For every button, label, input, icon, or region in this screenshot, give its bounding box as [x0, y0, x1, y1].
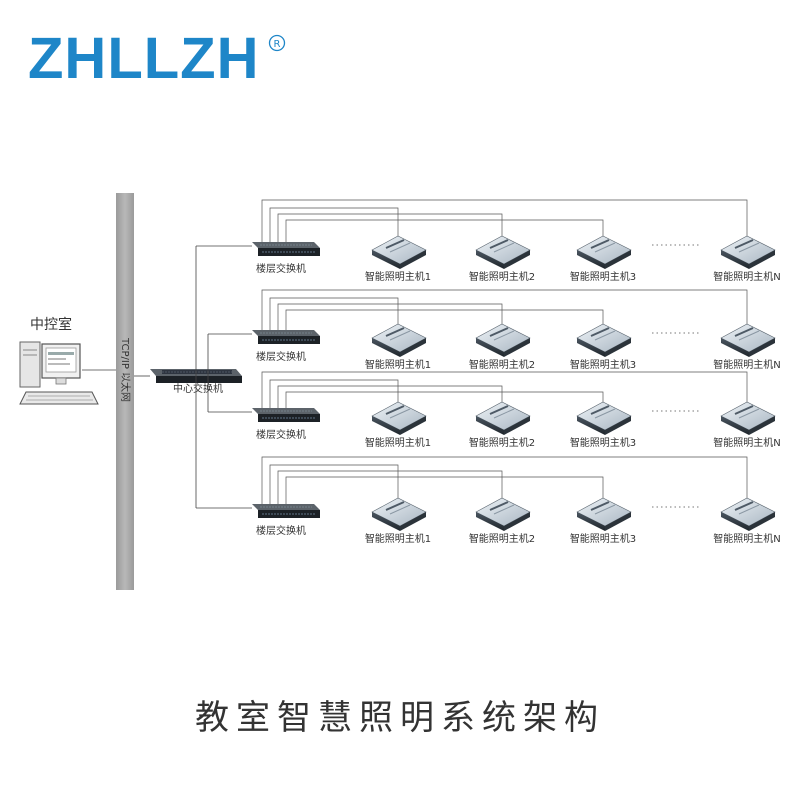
lighting-host-label: 智能照明主机N: [713, 436, 780, 449]
floor-switch-label: 楼层交换机: [256, 428, 306, 441]
lighting-host-label: 智能照明主机3: [570, 358, 636, 371]
floor-switch-label: 楼层交换机: [256, 350, 306, 363]
lighting-host: [720, 497, 776, 531]
lighting-host: [371, 235, 427, 269]
lighting-host: [720, 235, 776, 269]
lighting-host-label: 智能照明主机N: [713, 270, 780, 283]
lighting-host-label: 智能照明主机3: [570, 436, 636, 449]
lighting-host: [576, 235, 632, 269]
lighting-host-label: 智能照明主机2: [469, 532, 535, 545]
lighting-host-label: 智能照明主机3: [570, 270, 636, 283]
diagram-caption: 教室智慧照明系统架构: [195, 698, 605, 738]
floor-switch: [252, 242, 320, 256]
lighting-host: [576, 323, 632, 357]
lighting-host-label: 智能照明主机1: [365, 436, 431, 449]
lighting-host: [720, 323, 776, 357]
floor-switch: [252, 504, 320, 518]
lighting-host-label: 智能照明主机1: [365, 358, 431, 371]
lighting-host-label: 智能照明主机1: [365, 532, 431, 545]
lighting-host-label: 智能照明主机2: [469, 358, 535, 371]
lighting-host-label: 智能照明主机1: [365, 270, 431, 283]
control-room-label: 中控室: [30, 316, 72, 333]
registered-mark-icon: R: [268, 34, 286, 56]
lighting-host-label: 智能照明主机3: [570, 532, 636, 545]
svg-text:R: R: [274, 39, 281, 50]
lighting-host-label: 智能照明主机2: [469, 270, 535, 283]
floor-switch-label: 楼层交换机: [256, 262, 306, 275]
computer-icon: [19, 341, 99, 405]
lighting-host: [475, 235, 531, 269]
backbone-bar: [116, 193, 134, 590]
backbone-label: TCP/IP 以太网: [119, 337, 132, 402]
lighting-host-label: 智能照明主机2: [469, 436, 535, 449]
lighting-host-label: 智能照明主机N: [713, 532, 780, 545]
lighting-host: [371, 497, 427, 531]
center-switch-label: 中心交换机: [173, 382, 223, 395]
lighting-host: [475, 323, 531, 357]
lighting-host: [576, 497, 632, 531]
lighting-host: [475, 401, 531, 435]
floor-switch: [252, 330, 320, 344]
lighting-host: [371, 323, 427, 357]
floor-switch-label: 楼层交换机: [256, 524, 306, 537]
lighting-host: [720, 401, 776, 435]
lighting-host: [371, 401, 427, 435]
lighting-host-label: 智能照明主机N: [713, 358, 780, 371]
floor-switch: [252, 408, 320, 422]
brand-logo: ZHLLZH: [28, 26, 260, 91]
lighting-host: [475, 497, 531, 531]
lighting-host: [576, 401, 632, 435]
